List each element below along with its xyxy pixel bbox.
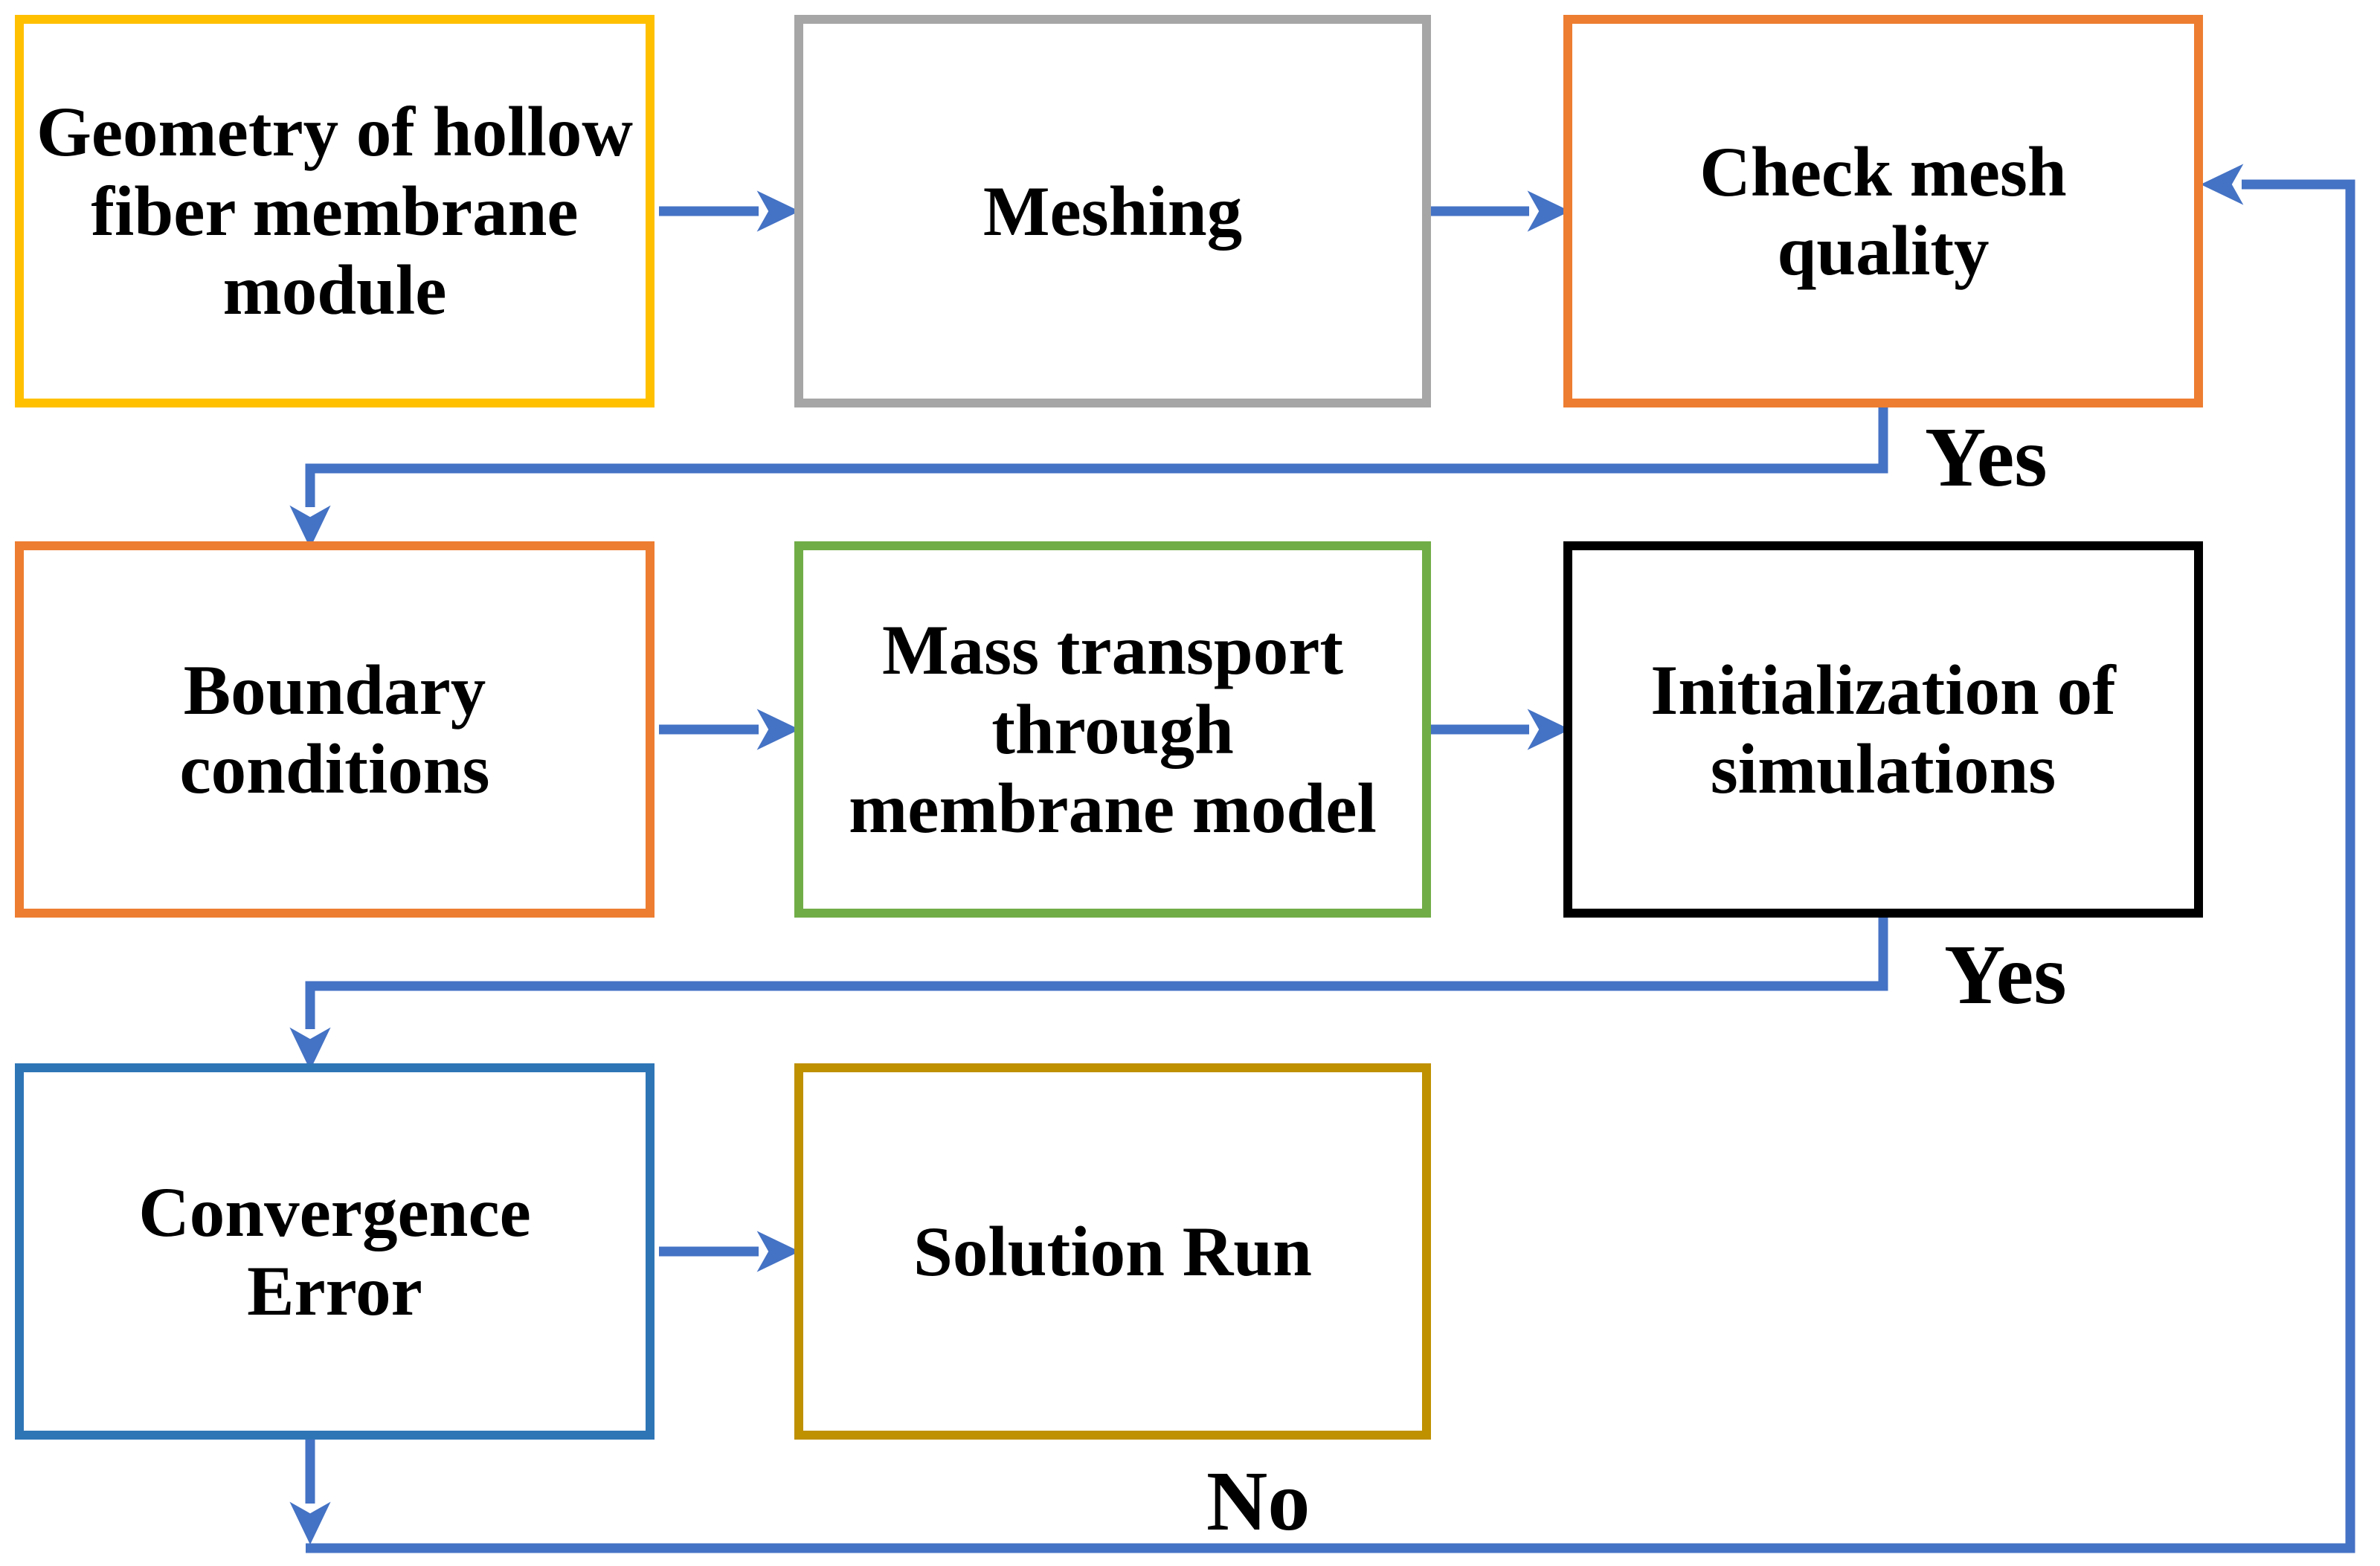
edge-checkmesh-boundary-yes	[289, 403, 1888, 549]
node-label: Mass transport through membrane model	[849, 610, 1377, 848]
node-solution-run: Solution Run	[794, 1063, 1431, 1440]
node-label: Convergence Error	[138, 1172, 531, 1330]
node-label: Meshing	[982, 171, 1243, 251]
node-label: Geometry of hollow fiber membrane module	[36, 92, 634, 330]
node-mass-transport-through-membrane-model: Mass transport through membrane model	[794, 541, 1431, 918]
edge-label-yes-check-mesh: Yes	[1925, 410, 2048, 504]
node-meshing: Meshing	[794, 15, 1431, 407]
node-label: Solution Run	[913, 1211, 1312, 1291]
node-initialization-of-simulations: Initialization of simulations	[1563, 541, 2203, 918]
node-geometry-of-hollow-fiber-membrane-module: Geometry of hollow fiber membrane module	[15, 15, 654, 407]
node-label: Boundary conditions	[179, 650, 490, 808]
edge-label-yes-initialization: Yes	[1944, 927, 2067, 1022]
node-boundary-conditions: Boundary conditions	[15, 541, 654, 918]
node-label: Initialization of simulations	[1650, 650, 2116, 808]
node-label: Check mesh quality	[1699, 132, 2067, 290]
node-check-mesh-quality: Check mesh quality	[1563, 15, 2203, 407]
node-convergence-error: Convergence Error	[15, 1063, 654, 1440]
edge-label-no-convergence: No	[1206, 1454, 1310, 1548]
edge-initialization-convergence-yes	[289, 913, 1888, 1071]
